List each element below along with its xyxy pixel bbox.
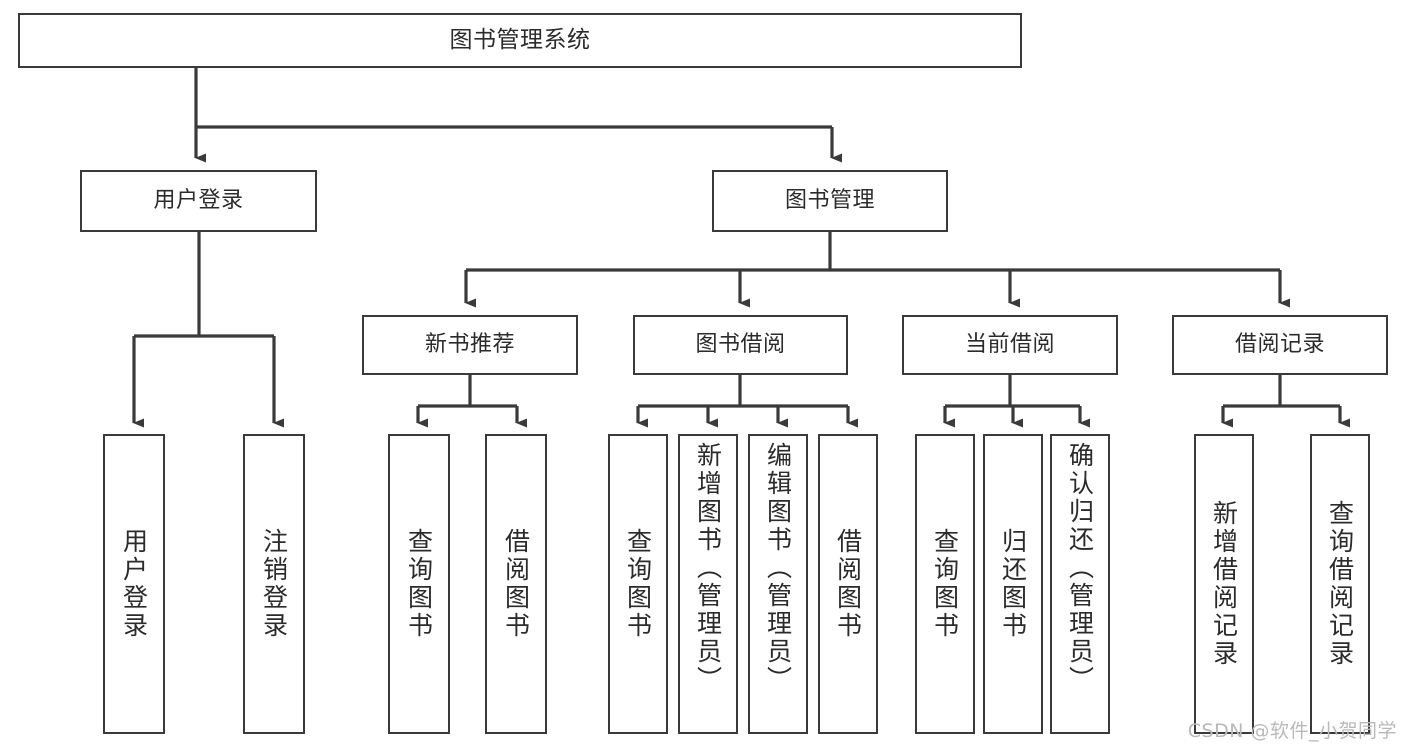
node-book-management[interactable]: 图书管理 bbox=[712, 170, 948, 232]
leaf-record-add-record[interactable]: 新增借阅记录 bbox=[1194, 434, 1254, 734]
leaf-borrow-borrow-book[interactable]: 借阅图书 bbox=[818, 434, 878, 734]
node-label: 编辑图书（管理员） bbox=[763, 442, 793, 694]
leaf-borrow-edit-book-admin[interactable]: 编辑图书（管理员） bbox=[748, 434, 808, 734]
node-label: 当前借阅 bbox=[964, 332, 1055, 358]
leaf-borrow-add-book-admin[interactable]: 新增图书（管理员） bbox=[678, 434, 738, 734]
leaf-current-return-book[interactable]: 归还图书 bbox=[983, 434, 1043, 734]
node-label: 借阅图书 bbox=[833, 528, 863, 640]
node-label: 查询图书 bbox=[404, 528, 434, 640]
leaf-user-login-logout[interactable]: 注销登录 bbox=[243, 434, 305, 734]
node-label: 借阅记录 bbox=[1234, 332, 1325, 358]
node-label: 新增图书（管理员） bbox=[693, 442, 723, 694]
node-book-borrow[interactable]: 图书借阅 bbox=[633, 315, 848, 375]
leaf-recommend-query-book[interactable]: 查询图书 bbox=[388, 434, 450, 734]
node-label: 注销登录 bbox=[259, 528, 289, 640]
leaf-user-login-login[interactable]: 用户登录 bbox=[103, 434, 165, 734]
node-label: 图书管理系统 bbox=[449, 26, 591, 53]
node-root-system[interactable]: 图书管理系统 bbox=[18, 13, 1022, 68]
node-new-book-recommend[interactable]: 新书推荐 bbox=[362, 315, 578, 375]
node-label: 用户登录 bbox=[153, 188, 244, 214]
node-label: 查询图书 bbox=[623, 528, 653, 640]
node-label: 新增借阅记录 bbox=[1209, 500, 1239, 668]
node-borrow-record[interactable]: 借阅记录 bbox=[1172, 315, 1388, 375]
leaf-borrow-query-book[interactable]: 查询图书 bbox=[608, 434, 668, 734]
csdn-watermark: CSDN @软件_小贺同学 bbox=[1187, 720, 1397, 742]
leaf-recommend-borrow-book[interactable]: 借阅图书 bbox=[485, 434, 547, 734]
node-label: 图书借阅 bbox=[695, 332, 786, 358]
node-label: 用户登录 bbox=[119, 528, 149, 640]
node-label: 确认归还（管理员） bbox=[1065, 442, 1095, 694]
node-label: 借阅图书 bbox=[501, 528, 531, 640]
leaf-current-query-book[interactable]: 查询图书 bbox=[915, 434, 975, 734]
node-user-login[interactable]: 用户登录 bbox=[80, 170, 317, 232]
node-label: 新书推荐 bbox=[424, 332, 515, 358]
leaf-record-query-record[interactable]: 查询借阅记录 bbox=[1310, 434, 1370, 734]
leaf-current-confirm-return-admin[interactable]: 确认归还（管理员） bbox=[1050, 434, 1110, 734]
node-label: 查询借阅记录 bbox=[1325, 500, 1355, 668]
node-label: 图书管理 bbox=[784, 188, 875, 214]
node-label: 查询图书 bbox=[930, 528, 960, 640]
node-label: 归还图书 bbox=[998, 528, 1028, 640]
node-current-borrow[interactable]: 当前借阅 bbox=[902, 315, 1118, 375]
